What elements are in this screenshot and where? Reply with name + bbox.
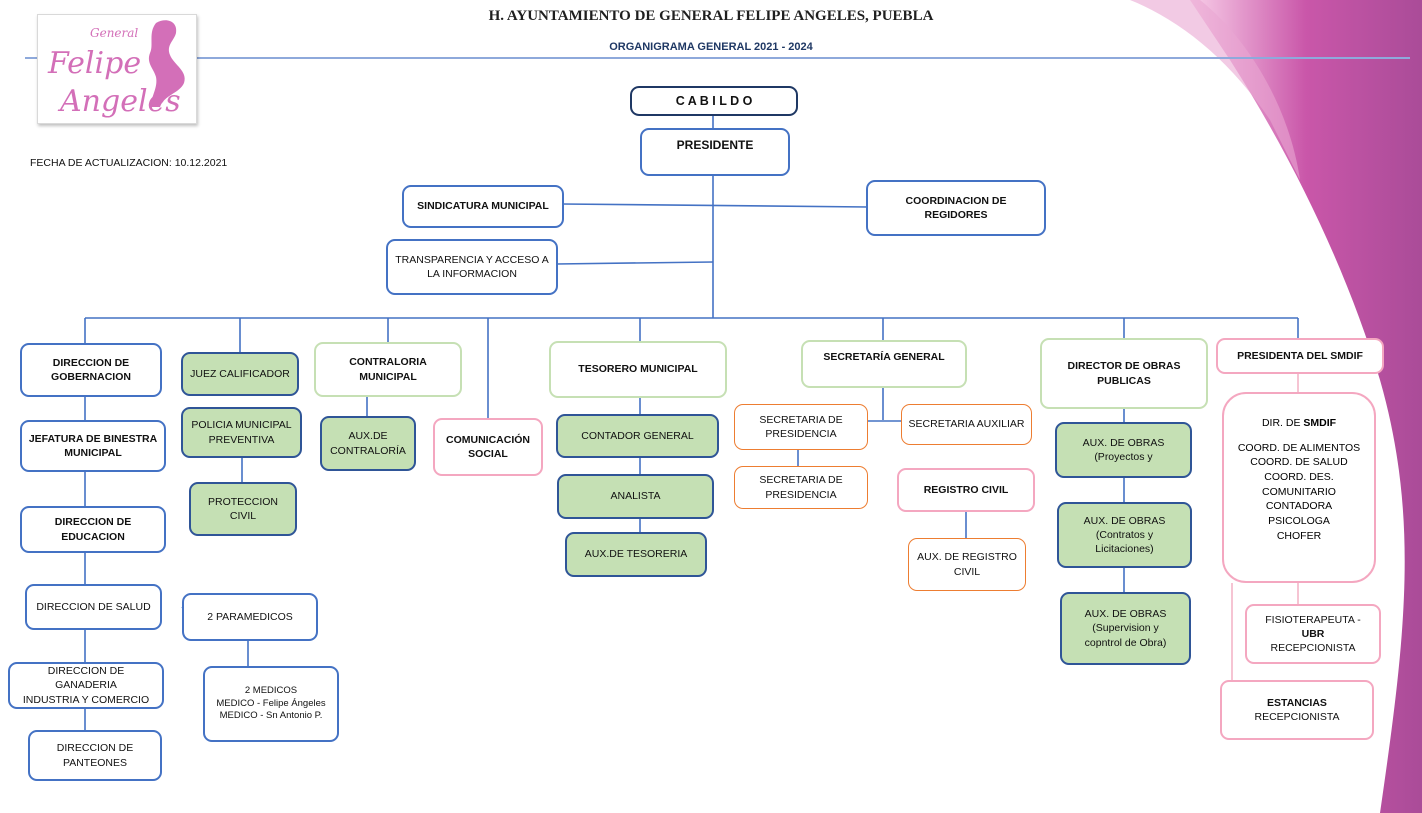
page-subtitle: ORGANIGRAMA GENERAL 2021 - 2024 <box>609 41 813 53</box>
smdif-staff-item: CONTADORA <box>1265 500 1333 513</box>
node-direccion-salud: DIRECCION DE SALUD <box>25 584 162 630</box>
smdif-director: DIR. DE SMDIF <box>1224 416 1374 431</box>
smdif-staff-item: PSICOLOGA <box>1268 515 1330 528</box>
logo-line-3: Angeles <box>57 84 181 119</box>
node-contraloria: CONTRALORIA MUNICIPAL <box>314 342 462 397</box>
node-sindicatura: SINDICATURA MUNICIPAL <box>402 185 564 228</box>
node-direccion-panteones: DIRECCION DE PANTEONES <box>28 730 162 781</box>
node-juez-calificador: JUEZ CALIFICADOR <box>181 352 299 396</box>
node-direccion-ganaderia: DIRECCION DE GANADERIA INDUSTRIA Y COMER… <box>8 662 164 709</box>
node-smdif-staff: DIR. DE SMDIF COORD. DE ALIMENTOS COORD.… <box>1222 392 1376 583</box>
estancias-line-1: ESTANCIAS <box>1267 696 1327 709</box>
node-aux-obras-contratos: AUX. DE OBRAS (Contratos y Licitaciones) <box>1057 502 1192 568</box>
node-estancias: ESTANCIAS RECEPCIONISTA <box>1220 680 1374 740</box>
node-direccion-gobernacion: DIRECCION DE GOBERNACION <box>20 343 162 397</box>
node-medicos: 2 MEDICOS MEDICO - Felipe Ángeles MEDICO… <box>203 666 339 742</box>
decorative-swoosh <box>1190 0 1422 813</box>
fisioterapeuta-line-3: RECEPCIONISTA <box>1270 642 1356 655</box>
node-aux-contraloria: AUX.DE CONTRALORÍA <box>320 416 416 471</box>
node-proteccion-civil: PROTECCION CIVIL <box>189 482 297 536</box>
node-secretaria-general: SECRETARÍA GENERAL <box>801 340 967 388</box>
fisioterapeuta-line-1: FISIOTERAPEUTA - <box>1265 613 1361 626</box>
node-presidente: PRESIDENTE <box>640 128 790 176</box>
node-jefatura-bienestar: JEFATURA DE BINESTRA MUNICIPAL <box>20 420 166 472</box>
node-cabildo: C A B I L D O <box>630 86 798 116</box>
smdif-staff-item: COORD. DE SALUD <box>1250 456 1348 469</box>
logo-line-1: General <box>90 26 138 40</box>
node-aux-tesoreria: AUX.DE TESORERIA <box>565 532 707 577</box>
smdif-director-prefix: DIR. DE <box>1261 417 1304 429</box>
node-secretaria-auxiliar: SECRETARIA AUXILIAR <box>901 404 1032 445</box>
node-fisioterapeuta: FISIOTERAPEUTA - UBR RECEPCIONISTA <box>1245 604 1381 664</box>
node-paramedicos: 2 PARAMEDICOS <box>182 593 318 641</box>
logo-line-2: Felipe <box>47 46 141 81</box>
smdif-director-name: SMDIF <box>1303 417 1337 429</box>
node-secretaria-presidencia-2: SECRETARIA DE PRESIDENCIA <box>734 466 868 509</box>
medicos-line-2: MEDICO - Felipe Ángeles <box>216 697 326 709</box>
node-director-obras: DIRECTOR DE OBRAS PUBLICAS <box>1040 338 1208 409</box>
page-title: H. AYUNTAMIENTO DE GENERAL FELIPE ANGELE… <box>488 8 934 24</box>
node-registro-civil: REGISTRO CIVIL <box>897 468 1035 512</box>
smdif-staff-item: CHOFER <box>1276 529 1322 542</box>
medicos-line-1: 2 MEDICOS <box>244 685 298 697</box>
node-tesorero-municipal: TESORERO MUNICIPAL <box>549 341 727 398</box>
node-aux-registro-civil: AUX. DE REGISTRO CIVIL <box>908 538 1026 591</box>
smdif-staff-item: COORD. DE ALIMENTOS <box>1237 441 1361 454</box>
smdif-staff-item: COMUNITARIO <box>1262 485 1336 498</box>
node-transparencia: TRANSPARENCIA Y ACCESO A LA INFORMACION <box>386 239 558 295</box>
node-aux-obras-supervision: AUX. DE OBRAS (Supervision y copntrol de… <box>1060 592 1191 665</box>
municipality-logo: General Felipe Angeles <box>37 14 197 124</box>
node-comunicacion-social: COMUNICACIÓN SOCIAL <box>433 418 543 476</box>
node-policia-municipal: POLICIA MUNICIPAL PREVENTIVA <box>181 407 302 458</box>
node-contador-general: CONTADOR GENERAL <box>556 414 719 458</box>
node-direccion-educacion: DIRECCION DE EDUCACION <box>20 506 166 553</box>
medicos-line-3: MEDICO - Sn Antonio P. <box>219 710 323 722</box>
node-coordinacion-regidores: COORDINACION DE REGIDORES <box>866 180 1046 236</box>
node-presidenta-smdif: PRESIDENTA DEL SMDIF <box>1216 338 1384 374</box>
node-aux-obras-proyectos: AUX. DE OBRAS (Proyectos y <box>1055 422 1192 478</box>
estancias-line-2: RECEPCIONISTA <box>1254 711 1340 723</box>
fisioterapeuta-line-2: UBR <box>1301 627 1325 640</box>
node-analista: ANALISTA <box>557 474 714 519</box>
node-secretaria-presidencia-1: SECRETARIA DE PRESIDENCIA <box>734 404 868 450</box>
smdif-staff-item: COORD. DES. <box>1264 471 1334 484</box>
update-date: FECHA DE ACTUALIZACION: 10.12.2021 <box>30 157 228 169</box>
